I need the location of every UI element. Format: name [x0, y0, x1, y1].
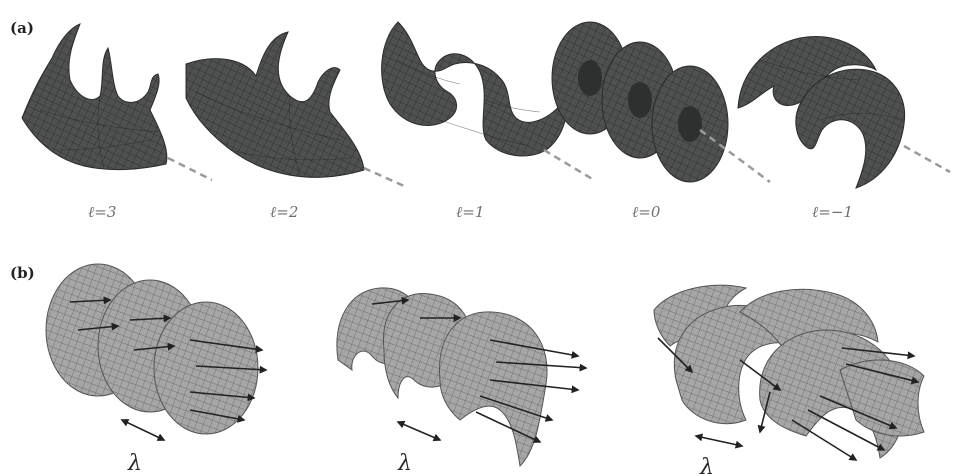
mode-l1-axis	[544, 150, 594, 180]
mode-l0-surface	[552, 22, 728, 182]
wavelength-2-label: λ	[397, 451, 412, 476]
mode-l3-surface	[22, 24, 167, 170]
wavelength-3-label: λ	[699, 455, 714, 476]
mode-l3-label: ℓ=3	[88, 203, 116, 221]
mode-lminus1-surface	[738, 37, 905, 188]
mode-l3-axis	[168, 158, 212, 180]
wavelength-1-label: λ	[127, 451, 142, 476]
mode-l1-surface	[382, 22, 567, 156]
mode-lminus1-label: ℓ=−1	[812, 203, 853, 221]
panel-b-label: (b)	[10, 264, 35, 282]
wavefront-3-surface	[654, 285, 924, 458]
mode-l1-label: ℓ=1	[456, 203, 484, 221]
panel-a-label: (a)	[10, 19, 34, 37]
panel-b: (b) λ	[10, 264, 924, 476]
panel-a: (a) ℓ=3 ℓ=2 ℓ=1	[10, 19, 950, 221]
mode-l2-label: ℓ=2	[270, 203, 298, 221]
wavelength-1-arrow	[122, 420, 164, 440]
mode-lminus1-axis	[904, 146, 950, 172]
mode-l2-axis	[364, 168, 404, 186]
mode-l0-label: ℓ=0	[632, 203, 661, 221]
wavelength-2-arrow	[398, 422, 440, 440]
wavelength-3-arrow	[696, 436, 742, 446]
mode-l2-surface	[186, 32, 364, 177]
wavefront-2-surface	[337, 288, 547, 466]
